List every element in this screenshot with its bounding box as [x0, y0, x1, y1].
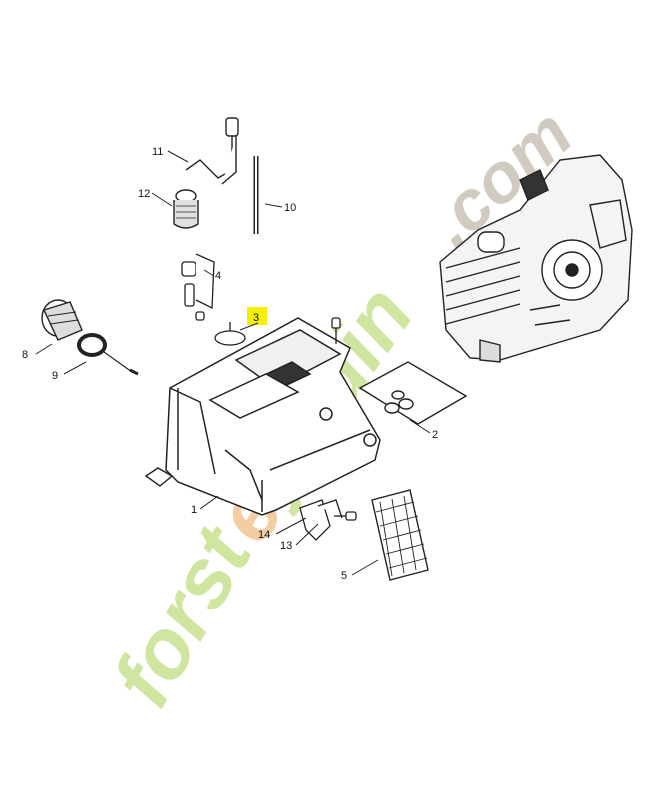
callout-5[interactable]: 5	[341, 570, 347, 582]
callout-9[interactable]: 9	[52, 370, 58, 382]
callout-2[interactable]: 2	[432, 429, 438, 441]
screw-top	[331, 317, 341, 344]
callout-1[interactable]: 1	[191, 504, 197, 516]
callout-10[interactable]: 10	[284, 202, 296, 214]
gasket	[358, 361, 468, 425]
filter-cap	[41, 299, 83, 341]
callout-3[interactable]: 3	[253, 312, 259, 324]
ring-hose-tip	[129, 368, 139, 376]
tank-housing	[165, 317, 381, 516]
fuel-hose-assembly	[173, 117, 239, 229]
screen-plate	[371, 489, 429, 581]
pin-assembly	[181, 253, 215, 321]
callout-11[interactable]: 11	[152, 146, 163, 158]
callout-4[interactable]: 4	[215, 270, 221, 282]
callout-12[interactable]: 12	[138, 188, 150, 200]
ring-hose	[103, 351, 133, 373]
part-3-highlight	[247, 307, 267, 325]
callout-13[interactable]: 13	[280, 540, 292, 552]
engine-assembly	[439, 154, 633, 363]
o-ring	[77, 333, 107, 357]
valve	[214, 322, 246, 346]
bracket	[299, 499, 343, 541]
screw-bracket	[334, 511, 357, 521]
callout-14[interactable]: 14	[258, 529, 270, 541]
leader-lines	[35, 150, 431, 576]
buffer-block	[144, 467, 174, 487]
watermark-forst-text: forst	[94, 510, 270, 721]
callout-8[interactable]: 8	[22, 349, 28, 361]
